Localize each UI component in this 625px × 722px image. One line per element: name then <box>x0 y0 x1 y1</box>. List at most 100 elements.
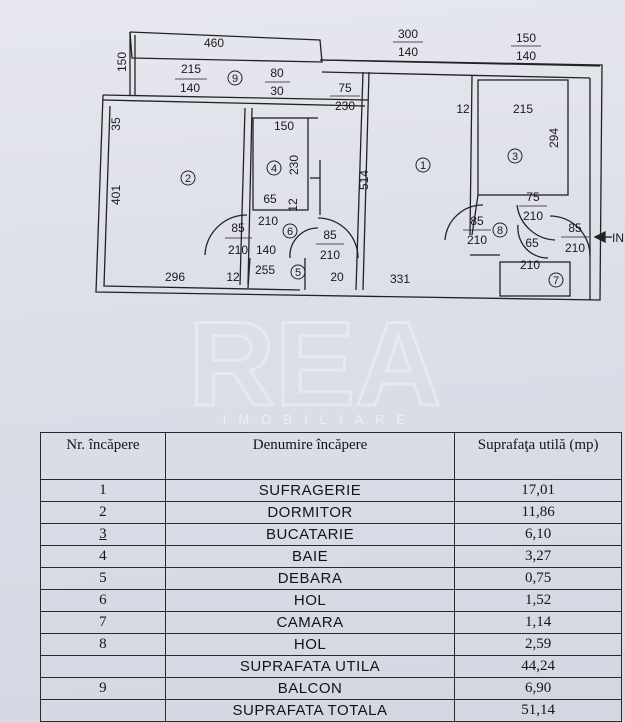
header-area: Suprafaţa utilă (mp) <box>454 432 622 480</box>
dim-hall8-door-h: 210 <box>467 233 487 247</box>
dim-hall-door-left-h: 210 <box>228 243 248 257</box>
room-circle-4 <box>266 160 282 176</box>
room-circle-8 <box>492 222 508 238</box>
watermark-tagline: IMOBILIARE <box>222 412 418 427</box>
cell-name: SUFRAGERIE <box>164 479 456 502</box>
cell-nr <box>40 655 166 678</box>
room-number-9: 9 <box>232 73 238 85</box>
cell-name: DORMITOR <box>164 501 456 524</box>
cell-name: BUCATARIE <box>164 523 456 546</box>
floor-plan: 1 2 3 4 5 6 7 8 9 460 150 215 140 80 30 … <box>95 27 624 301</box>
table-header-row: Nr. încăpere Denumire încăpere Suprafaţa… <box>40 432 622 480</box>
kitchen-room <box>477 79 569 196</box>
cell-name: HOL <box>164 633 456 656</box>
dim-bedroom-top: 35 <box>109 117 123 131</box>
door-swing-bedroom <box>317 217 359 259</box>
cell-nr: 6 <box>40 589 166 612</box>
room-circle-1 <box>415 157 431 173</box>
pantry-room <box>499 261 571 297</box>
dim-pantry-door-h: 210 <box>520 258 540 272</box>
dim-hall-20: 20 <box>330 270 344 284</box>
room-number-7: 7 <box>553 275 559 287</box>
room-number-2: 2 <box>185 173 191 185</box>
dim-bath-door-h: 210 <box>258 214 278 228</box>
cell-nr: 3 <box>40 523 166 546</box>
cell-name: DEBARA <box>164 567 456 590</box>
dim-balcony-window2-w: 80 <box>270 66 284 80</box>
room-number-8: 8 <box>497 225 503 237</box>
cell-name: HOL <box>164 589 456 612</box>
dim-bedroom-door-w: 85 <box>323 228 337 242</box>
room-circle-9 <box>227 70 243 86</box>
bedroom-right-wall <box>239 107 246 286</box>
room-circle-6 <box>282 223 298 239</box>
cell-nr: 1 <box>40 479 166 502</box>
bedroom-inner-wall <box>103 105 301 291</box>
cell-area: 0,75 <box>454 567 622 590</box>
room-number-1: 1 <box>420 160 426 172</box>
cell-area: 3,27 <box>454 545 622 568</box>
dim-bath-door-w: 65 <box>263 192 277 206</box>
header-room-number: Nr. încăpere <box>40 432 166 480</box>
outer-wall <box>95 59 603 301</box>
dim-hall8-door-w: 85 <box>470 214 484 228</box>
cell-area: 6,90 <box>454 677 622 700</box>
dim-entry-door-h: 210 <box>565 241 585 255</box>
cell-area: 44,24 <box>454 655 622 678</box>
dim-top-width: 460 <box>204 36 224 50</box>
dim-bath-width: 150 <box>274 119 294 133</box>
dim-kitchen-door-h: 210 <box>523 209 543 223</box>
room-circle-5 <box>290 264 306 280</box>
door-swing-entry <box>549 215 591 257</box>
dim-balcony-window-w: 215 <box>181 62 201 76</box>
cell-nr: 7 <box>40 611 166 634</box>
dim-closet-255: 255 <box>255 263 275 277</box>
cell-area: 11,86 <box>454 501 622 524</box>
dim-bedroom-height: 401 <box>109 185 123 205</box>
cell-nr: 4 <box>40 545 166 568</box>
dim-kitchen-height: 294 <box>547 128 561 148</box>
room-number-3: 3 <box>512 151 518 163</box>
room-number-6: 6 <box>287 226 293 238</box>
balcony-outline <box>129 31 323 63</box>
cell-area: 51,14 <box>454 699 622 722</box>
dim-balcony-door-h: 230 <box>335 99 355 113</box>
facade-wall <box>319 59 601 67</box>
cell-name: SUPRAFATA TOTALA <box>164 699 456 722</box>
facade-wall-inner <box>321 71 591 79</box>
cell-area: 1,52 <box>454 589 622 612</box>
rooms-table: Nr. încăpere Denumire încăpere Suprafaţa… <box>40 432 622 722</box>
cell-area: 2,59 <box>454 633 622 656</box>
room-number-4: 4 <box>271 163 277 175</box>
room-circle-7 <box>548 272 564 288</box>
dim-living-window-h: 140 <box>398 45 418 59</box>
dim-entry-door-w: 85 <box>568 221 582 235</box>
balcony-bottom-wall-inner <box>102 99 366 107</box>
dim-kitchen-width: 215 <box>513 102 533 116</box>
dim-balcony-window2-h: 30 <box>270 84 284 98</box>
dim-living-height: 514 <box>357 170 371 190</box>
door-swing-living <box>444 204 484 241</box>
dim-bedroom-12: 12 <box>226 270 240 284</box>
bath-left-wall <box>247 107 253 286</box>
cell-nr <box>40 699 166 722</box>
room-circle-3 <box>507 148 523 164</box>
dim-pantry-door-w: 65 <box>525 236 539 250</box>
dim-balcony-window-h: 140 <box>180 81 200 95</box>
cell-nr: 9 <box>40 677 166 700</box>
room-number-5: 5 <box>295 267 301 279</box>
dim-bath-height: 230 <box>287 155 301 175</box>
room-circle-2 <box>180 170 196 186</box>
cell-name: BAIE <box>164 545 456 568</box>
door-swing-closet <box>289 227 319 259</box>
